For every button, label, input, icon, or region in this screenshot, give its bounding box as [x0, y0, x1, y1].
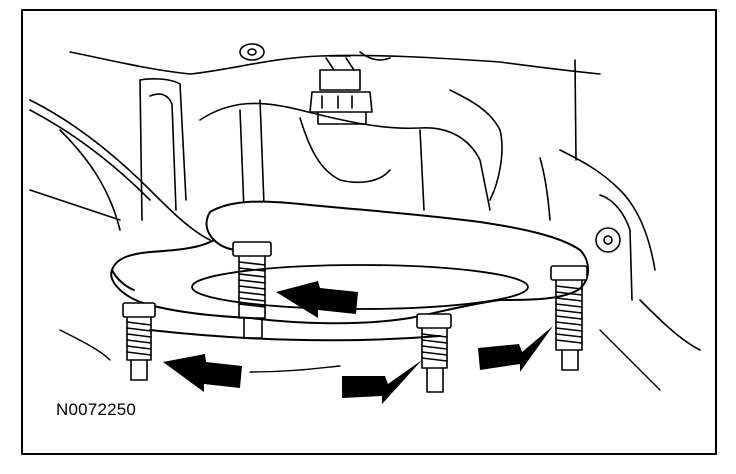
stud-3	[416, 313, 452, 393]
figure-id-label: N0072250	[56, 400, 137, 419]
stud-4	[550, 265, 588, 371]
sensor-fitting	[309, 55, 373, 125]
stud-2	[232, 241, 272, 339]
arrow-4	[478, 326, 553, 372]
exhaust-port	[191, 264, 529, 310]
engine-block-background	[29, 43, 701, 351]
arrow-1	[163, 354, 242, 392]
arrow-3	[342, 360, 422, 404]
stud-1	[122, 302, 156, 381]
manifold-body	[199, 89, 503, 211]
lower-detail	[59, 329, 661, 391]
arrow-2	[276, 281, 358, 318]
